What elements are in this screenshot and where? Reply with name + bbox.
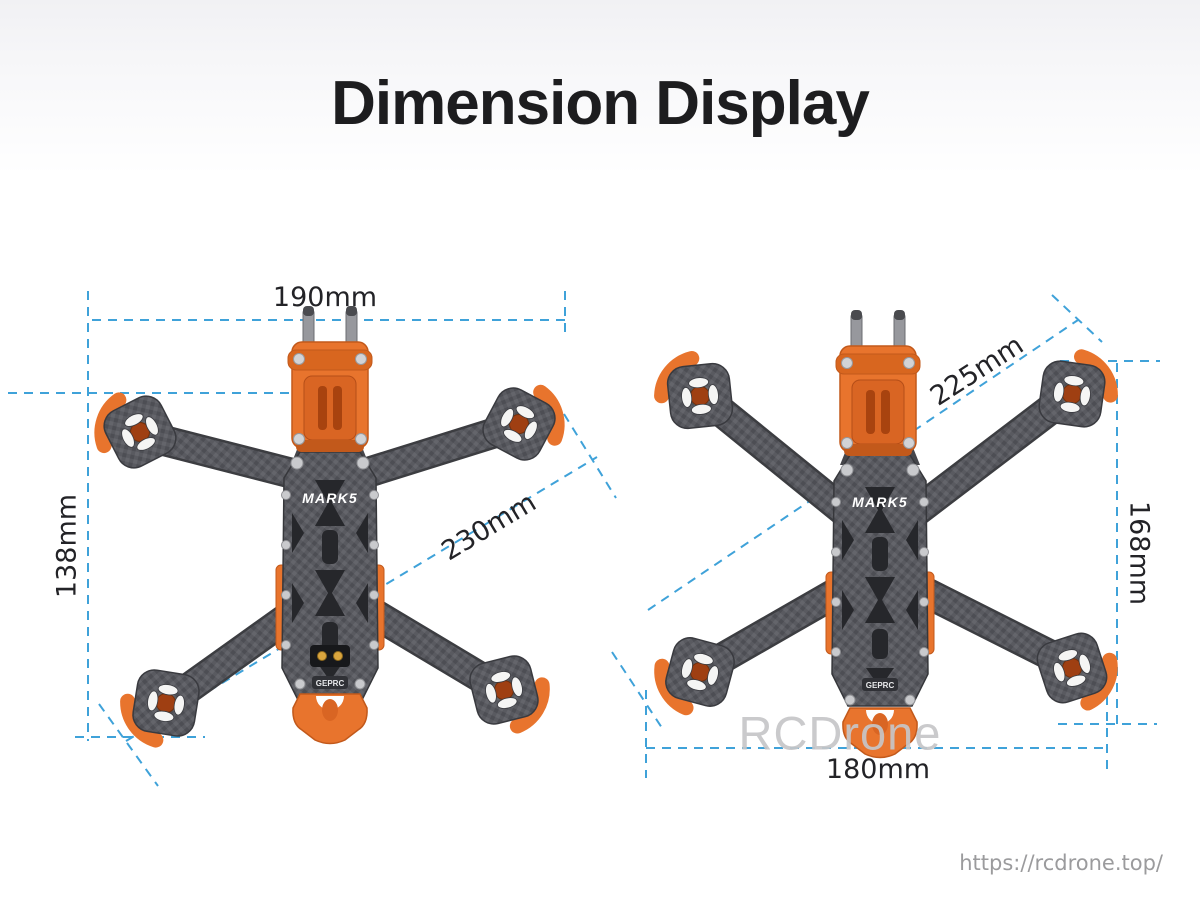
bottom-bumper	[292, 693, 368, 745]
rcdrone-watermark: RCDrone	[738, 706, 942, 760]
dimension-label-138mm: 138mm	[51, 493, 83, 599]
model-label: MARK5	[302, 490, 358, 506]
left-drone-frame: MARK5 GEPRC	[85, 305, 574, 764]
camera-mount	[835, 309, 921, 457]
motor-mount	[444, 630, 564, 750]
background-gradient	[0, 0, 1200, 175]
dimension-label-180mm: 180mm	[825, 754, 931, 785]
battery-connector	[310, 645, 350, 667]
dim-tick-230-lower	[98, 703, 159, 787]
camera-mount	[287, 305, 373, 453]
dimension-label-168mm: 168mm	[1123, 500, 1155, 606]
right-drone-frame: MARK5 GEPRC	[638, 309, 1133, 759]
dim-tick-225-upper	[1051, 294, 1103, 343]
brand-label: GEPRC	[316, 679, 345, 688]
brand-label: GEPRC	[866, 681, 895, 690]
dimension-label-190mm: 190mm	[272, 282, 378, 313]
site-url: https://rcdrone.top/	[959, 851, 1163, 875]
dim-tick-230-upper	[563, 413, 617, 499]
page-title: Dimension Display	[331, 69, 870, 138]
model-label: MARK5	[852, 494, 908, 510]
motor-mount	[1013, 609, 1131, 727]
